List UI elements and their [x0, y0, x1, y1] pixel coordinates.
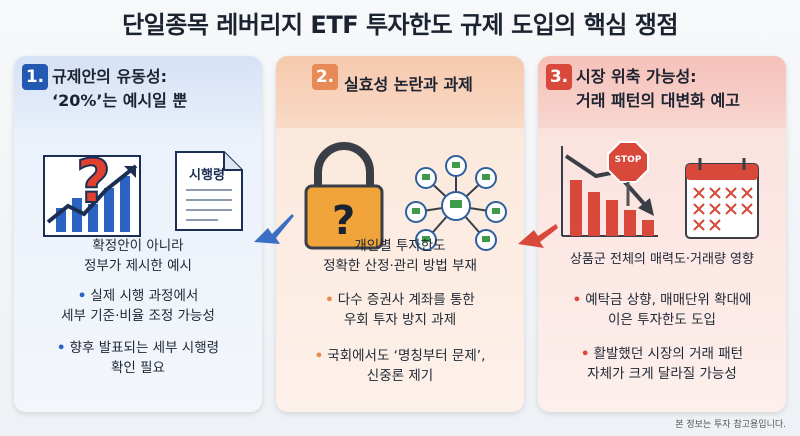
- bullet-item: 활발했던 시장의 거래 패턴 자체가 크게 달라질 가능성: [546, 344, 778, 384]
- falling-chart-stop-icon: [561, 141, 759, 239]
- stop-sign-label: STOP: [614, 155, 642, 165]
- left-arrow-icon: [518, 224, 558, 248]
- card-number: 1.: [22, 64, 48, 90]
- bullet-line1: 실제 시행 과정에서: [22, 286, 254, 306]
- card-header: 1. 규제안의 유동성: ‘20%’는 예시일 뿐: [14, 56, 262, 128]
- bullet-item: 다수 증권사 계좌를 통한 우회 투자 방지 과제: [284, 290, 516, 330]
- card-illustration: ? 시행령: [14, 136, 262, 256]
- card-header: 3. 시장 위축 가능성: 거래 패턴의 대변화 예고: [538, 56, 786, 128]
- footnote: 본 정보는 투자 참고용입니다.: [675, 420, 786, 430]
- card-heading-line1: 실효성 논란과 과제: [344, 75, 473, 94]
- card-heading-line2: 거래 패턴의 대변화 예고: [576, 91, 740, 110]
- page-title: 단일종목 레버리지 ETF 투자한도 규제 도입의 핵심 쟁점: [122, 11, 678, 39]
- bullet-line1: 국회에서도 ‘명칭부터 문제’,: [284, 346, 516, 366]
- main-line1: 확정안이 아니라: [92, 238, 184, 254]
- bullet-line2: 우회 투자 방지 과제: [343, 312, 457, 328]
- main-line1: 개인별 투자한도: [354, 238, 446, 254]
- main-line2: 정부가 제시한 예시: [84, 258, 192, 274]
- main-line1: 상품군 전체의 매력도·거래량 영향: [570, 252, 754, 267]
- bullet-item: 국회에서도 ‘명칭부터 문제’, 신중론 제기: [284, 346, 516, 386]
- bullet-line2: 세부 기준·비율 조정 가능성: [61, 308, 215, 324]
- main-line2: 정확한 산정·관리 방법 부재: [323, 258, 477, 274]
- document-icon: [175, 151, 243, 231]
- card-heading-line2: ‘20%’는 예시일 뿐: [52, 91, 188, 110]
- left-arrow-icon: [254, 214, 294, 244]
- card-heading: 규제안의 유동성: ‘20%’는 예시일 뿐: [52, 65, 256, 113]
- bullet-line2: 확인 필요: [111, 360, 165, 376]
- bullet-line1: 활발했던 시장의 거래 패턴: [546, 344, 778, 364]
- svg-text:?: ?: [332, 198, 355, 244]
- card-illustration: STOP: [538, 136, 786, 256]
- card-number: 3.: [546, 64, 572, 90]
- bullet-item: 예탁금 상향, 매매단위 확대에 이은 투자한도 도입: [546, 290, 778, 330]
- bullet-line1: 향후 발표되는 세부 시행령: [22, 338, 254, 358]
- bullet-line2: 신중론 제기: [366, 368, 434, 384]
- padlock-network-icon: ?: [304, 142, 507, 251]
- card-heading-line1: 시장 위축 가능성:: [576, 67, 697, 86]
- card-effectiveness: 2. 실효성 논란과 과제 ?: [276, 56, 524, 412]
- bullet-item: 실제 시행 과정에서 세부 기준·비율 조정 가능성: [22, 286, 254, 326]
- card-liquidity: 1. 규제안의 유동성: ‘20%’는 예시일 뿐 ? 시행: [14, 56, 262, 412]
- card-main-text: 확정안이 아니라 정부가 제시한 예시: [22, 236, 254, 276]
- bullet-line2: 이은 투자한도 도입: [608, 312, 716, 328]
- card-illustration: ?: [276, 136, 524, 256]
- card-main-text: 상품군 전체의 매력도·거래량 영향: [546, 250, 778, 270]
- card-heading-line1: 규제안의 유동성:: [52, 67, 168, 86]
- document-label: 시행령: [189, 168, 225, 183]
- card-header: 2. 실효성 논란과 과제: [276, 56, 524, 128]
- card-main-text: 개인별 투자한도 정확한 산정·관리 방법 부재: [284, 236, 516, 276]
- bullet-line1: 예탁금 상향, 매매단위 확대에: [546, 290, 778, 310]
- bullet-line2: 자체가 크게 달라질 가능성: [587, 366, 737, 382]
- bullet-item: 향후 발표되는 세부 시행령 확인 필요: [22, 338, 254, 378]
- card-number: 2.: [312, 64, 338, 90]
- svg-text:?: ?: [76, 147, 111, 217]
- card-market-contraction: 3. 시장 위축 가능성: 거래 패턴의 대변화 예고: [538, 56, 786, 412]
- bullet-line1: 다수 증권사 계좌를 통한: [284, 290, 516, 310]
- card-heading: 시장 위축 가능성: 거래 패턴의 대변화 예고: [576, 65, 780, 113]
- question-chart-icon: ?: [43, 146, 141, 237]
- card-heading: 실효성 논란과 과제: [344, 73, 518, 97]
